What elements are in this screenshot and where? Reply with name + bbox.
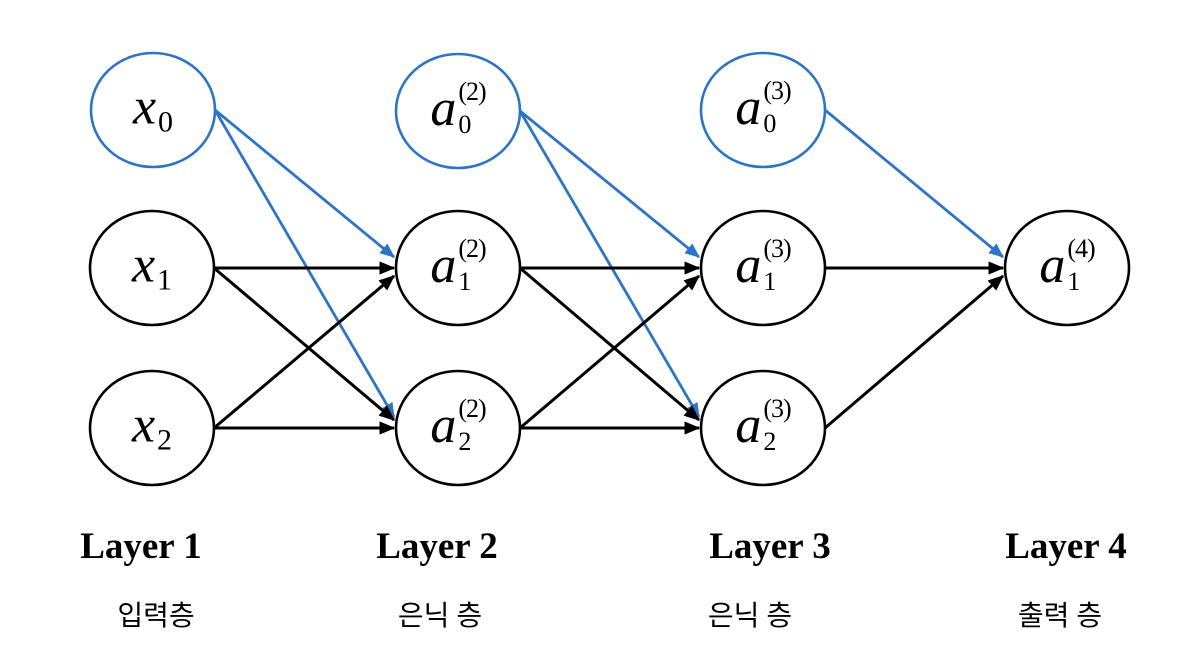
node-group [88, 51, 1131, 487]
node-label-a1_2: a(2)1 [430, 235, 486, 296]
node-circle-a2_3 [699, 369, 827, 487]
node-label-base: a [735, 396, 762, 454]
edge-a0_2-to-a2_3 [518, 110, 701, 419]
node-label-subscript: 2 [763, 426, 777, 456]
edge-a1_2-to-a2_3 [519, 266, 701, 422]
node-label-a2_2: a(2)2 [430, 395, 486, 456]
node-label-base: a [735, 236, 762, 294]
node-label-subscript: 0 [158, 106, 174, 140]
edge-a0_2-to-a1_3 [519, 109, 700, 259]
node-label-scripts: (3)2 [763, 395, 791, 456]
node-label-superscript: (2) [458, 233, 486, 263]
node-label-a1_3: a(3)1 [735, 235, 791, 296]
layer-title-2: Layer 2 [376, 526, 498, 567]
node-label-scripts: (4)1 [1067, 235, 1095, 296]
node-circle-a1_2 [394, 209, 522, 327]
node-circle-x2 [88, 369, 216, 487]
node-label-a0_2: a(2)0 [430, 78, 486, 139]
layer-title-4: Layer 4 [1005, 526, 1127, 567]
node-label-base: x [131, 236, 156, 294]
layer-caption-2: 은닉 층 [397, 601, 483, 632]
node-label-a2_3: a(3)2 [735, 395, 791, 456]
node-label-scripts: (2)2 [458, 395, 486, 456]
node-label-base: a [735, 78, 762, 136]
layer-title-1: Layer 1 [80, 526, 202, 567]
node-label-subscript: 1 [1067, 266, 1081, 296]
node-label-base: a [1039, 236, 1066, 294]
node-label-base: a [430, 79, 457, 137]
node-label-base: a [430, 396, 457, 454]
layer-caption-3: 은닉 층 [707, 601, 793, 632]
edge-a2_2-to-a1_3 [519, 274, 701, 430]
node-label-base: a [430, 236, 457, 294]
node-label-superscript: (4) [1067, 233, 1095, 263]
node-label-subscript: 1 [458, 266, 472, 296]
node-circle-a1_3 [699, 209, 827, 327]
edge-x0-to-a2_2 [213, 109, 396, 419]
node-circle-a0_3 [699, 51, 827, 169]
node-label-a0_3: a(3)0 [735, 77, 791, 138]
node-label-scripts: (3)1 [763, 235, 791, 296]
node-circle-x1 [88, 209, 216, 327]
node-label-scripts: (2)0 [458, 78, 486, 139]
node-label-subscript: 1 [763, 266, 777, 296]
edge-x0-to-a1_2 [214, 108, 395, 259]
layer-title-3: Layer 3 [709, 526, 831, 567]
node-label-base: x [132, 78, 157, 136]
node-label-base: x [131, 396, 156, 454]
node-label-subscript: 0 [458, 109, 472, 139]
layer-caption-4: 출력 층 [1017, 601, 1103, 632]
node-label-superscript: (3) [763, 233, 791, 263]
node-label-superscript: (2) [458, 393, 486, 423]
node-circle-a1_4 [1003, 209, 1131, 327]
node-label-scripts: (3)0 [763, 77, 791, 138]
edge-group [213, 108, 1005, 435]
node-circle-a2_2 [394, 369, 522, 487]
node-label-superscript: (3) [763, 75, 791, 105]
edge-a0_3-to-a1_4 [824, 108, 1004, 259]
node-label-subscript: 2 [458, 426, 472, 456]
node-label-superscript: (2) [458, 76, 486, 106]
node-label-superscript: (3) [763, 393, 791, 423]
node-label-subscript: 2 [157, 424, 173, 458]
edge-a2_3-to-a1_4 [824, 274, 1005, 430]
node-label-subscript: 1 [157, 264, 173, 298]
edge-x1-to-a2_2 [213, 266, 396, 422]
node-label-scripts: (2)1 [458, 235, 486, 296]
node-label-subscript: 0 [763, 108, 777, 138]
edge-x2-to-a1_2 [213, 274, 396, 430]
node-label-a1_4: a(4)1 [1039, 235, 1095, 296]
node-circle-a0_2 [394, 52, 522, 170]
layer-caption-1: 입력층 [117, 601, 195, 632]
node-circle-x0 [89, 51, 217, 169]
